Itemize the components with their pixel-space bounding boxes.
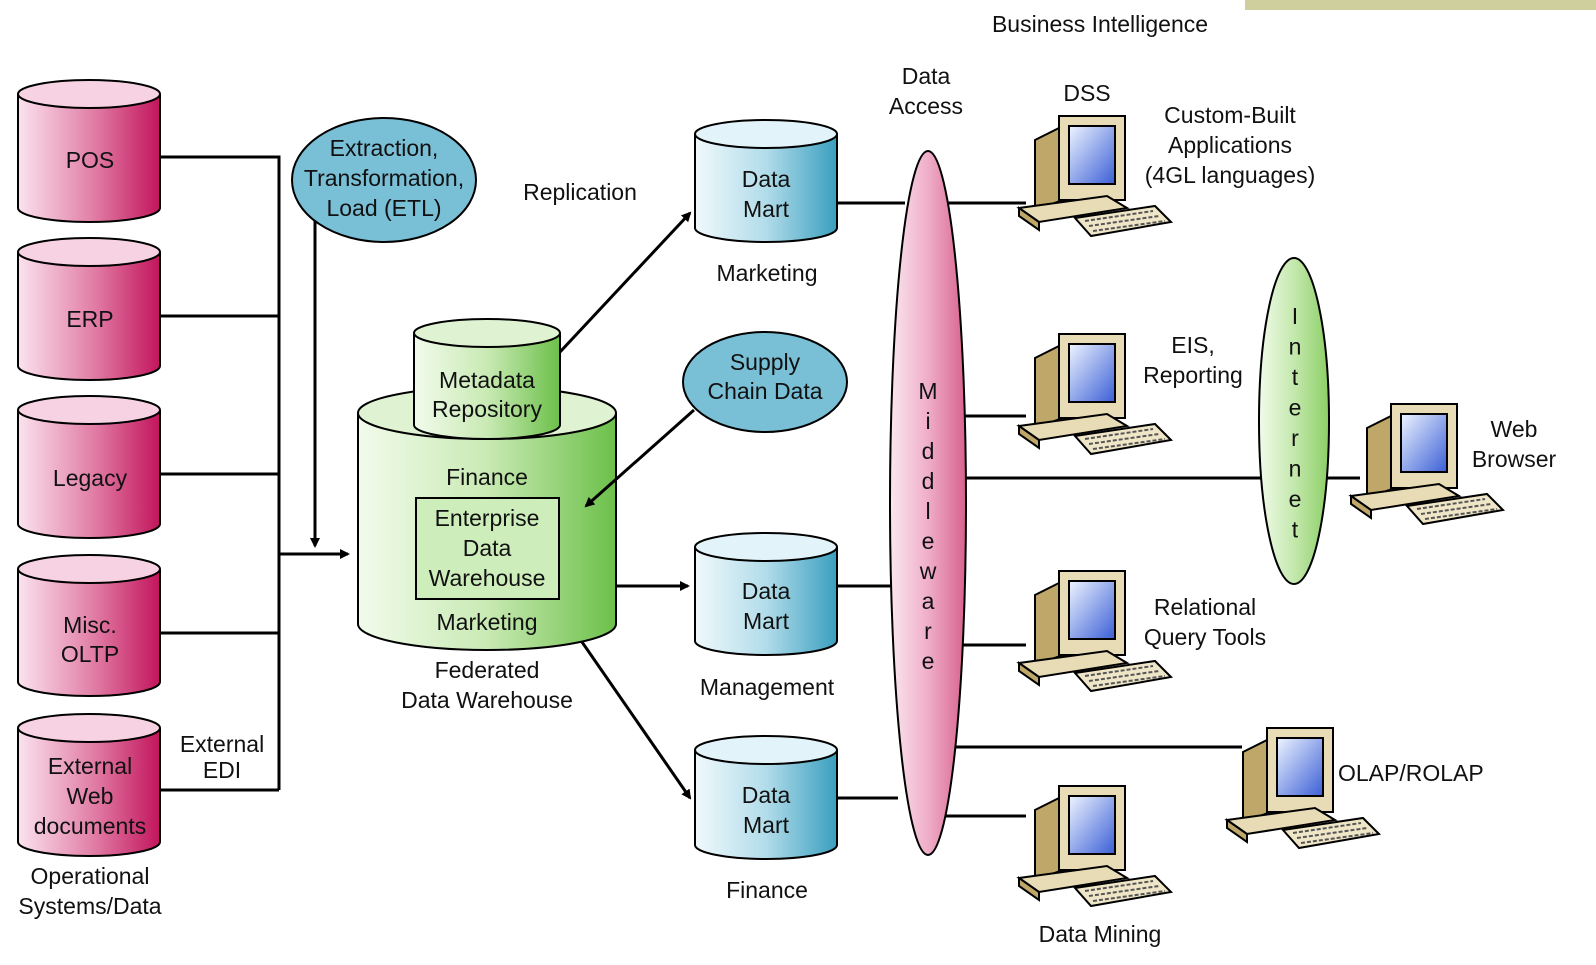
source-misc-label-1: Misc. bbox=[63, 612, 117, 638]
supply-chain-to-edw-arrow bbox=[584, 408, 695, 508]
replication-label: Replication bbox=[523, 179, 637, 205]
middleware-letter: e bbox=[922, 648, 935, 674]
warehouse-marketing-label: Marketing bbox=[437, 609, 538, 635]
etl-label-3: Load (ETL) bbox=[326, 195, 441, 221]
edw-label-3: Warehouse bbox=[429, 565, 546, 591]
middleware-letter: M bbox=[918, 378, 937, 404]
mart-management-label-1: Data bbox=[742, 578, 791, 604]
source-misc-oltp-cylinder: Misc. OLTP bbox=[17, 554, 161, 697]
data-mart-management: Data Mart bbox=[694, 532, 838, 656]
corner-bar bbox=[1245, 0, 1596, 10]
olap-computer-icon bbox=[1226, 727, 1380, 849]
mart-finance-label-2: Mart bbox=[743, 812, 790, 838]
custom-label-2: Applications bbox=[1168, 132, 1292, 158]
internet-letter: e bbox=[1289, 395, 1302, 421]
federated-caption-2: Data Warehouse bbox=[401, 687, 573, 713]
middleware-letter: a bbox=[922, 588, 935, 614]
supply-chain-ellipse: Supply Chain Data bbox=[682, 331, 848, 433]
mart-finance-caption: Finance bbox=[726, 877, 808, 903]
source-pos-label: POS bbox=[66, 147, 115, 173]
source-external-label-1: External bbox=[48, 753, 132, 779]
mart-marketing-label-1: Data bbox=[742, 166, 791, 192]
internet-letter: n bbox=[1289, 334, 1302, 360]
edw-box bbox=[415, 497, 560, 600]
federated-warehouse-cylinder: Finance Enterprise Data Warehouse Market… bbox=[357, 386, 617, 651]
warehouse-to-marketing-mart-arrow bbox=[558, 211, 692, 354]
federated-caption-1: Federated bbox=[435, 657, 540, 683]
middleware-letter: d bbox=[922, 438, 935, 464]
source-external-label-3: documents bbox=[34, 813, 147, 839]
external-edi-label-1: External bbox=[180, 731, 264, 757]
internet-letter: r bbox=[1291, 425, 1299, 451]
data-mart-marketing: Data Mart bbox=[694, 119, 838, 243]
warehouse-to-finance-mart-arrow bbox=[580, 641, 692, 800]
eis-label-2: Reporting bbox=[1143, 362, 1243, 388]
metadata-label-1: Metadata bbox=[439, 367, 535, 393]
mart-marketing-label-2: Mart bbox=[743, 196, 790, 222]
source-erp-cylinder: ERP bbox=[17, 237, 161, 381]
source-connectors bbox=[160, 155, 350, 792]
page-title: Business Intelligence bbox=[992, 11, 1208, 37]
internet-letter: I bbox=[1292, 303, 1298, 329]
data-mart-finance: Data Mart bbox=[694, 735, 838, 860]
source-legacy-cylinder: Legacy bbox=[17, 395, 161, 539]
web-browser-label-2: Browser bbox=[1472, 446, 1557, 472]
middleware-letter: e bbox=[922, 528, 935, 554]
source-legacy-label: Legacy bbox=[53, 465, 128, 491]
supply-chain-label-1: Supply bbox=[730, 349, 801, 375]
custom-label-3: (4GL languages) bbox=[1145, 162, 1315, 188]
data-access-label-2: Access bbox=[889, 93, 963, 119]
mart-management-label-2: Mart bbox=[743, 608, 790, 634]
relational-label-2: Query Tools bbox=[1144, 624, 1266, 650]
source-external-label-2: Web bbox=[67, 783, 114, 809]
data-mining-computer-icon bbox=[1018, 785, 1172, 907]
mart-finance-label-1: Data bbox=[742, 782, 791, 808]
mart-management-caption: Management bbox=[700, 674, 835, 700]
internet-letter: n bbox=[1289, 456, 1302, 482]
etl-ellipse: Extraction, Transformation, Load (ETL) bbox=[291, 117, 477, 243]
etl-label-2: Transformation, bbox=[304, 165, 464, 191]
source-misc-label-2: OLTP bbox=[61, 641, 119, 667]
custom-label-1: Custom-Built bbox=[1164, 102, 1296, 128]
source-pos-cylinder: POS bbox=[17, 79, 161, 223]
operational-caption-1: Operational bbox=[31, 863, 150, 889]
warehouse-finance-label: Finance bbox=[446, 464, 528, 490]
middleware-letter: w bbox=[919, 558, 937, 584]
mart-marketing-caption: Marketing bbox=[717, 260, 818, 286]
external-edi-label-2: EDI bbox=[203, 757, 241, 783]
internet-letter: e bbox=[1289, 486, 1302, 512]
source-external-web-cylinder: External Web documents bbox=[17, 713, 161, 857]
operational-caption-2: Systems/Data bbox=[18, 893, 161, 919]
edw-label-1: Enterprise bbox=[435, 505, 540, 531]
web-browser-label-1: Web bbox=[1491, 416, 1538, 442]
eis-computer-icon bbox=[1018, 333, 1172, 455]
data-access-label-1: Data bbox=[902, 63, 951, 89]
olap-label: OLAP/ROLAP bbox=[1338, 760, 1484, 786]
middleware-letter: r bbox=[924, 618, 932, 644]
metadata-repository-cylinder: Metadata Repository bbox=[413, 318, 561, 440]
supply-chain-label-2: Chain Data bbox=[707, 378, 822, 404]
internet-letter: t bbox=[1292, 517, 1299, 543]
relational-label-1: Relational bbox=[1154, 594, 1256, 620]
internet-letter: t bbox=[1292, 364, 1299, 390]
etl-label-1: Extraction, bbox=[330, 135, 439, 161]
metadata-label-2: Repository bbox=[432, 396, 542, 422]
data-mining-label: Data Mining bbox=[1039, 921, 1162, 947]
middleware-letter: d bbox=[922, 468, 935, 494]
dss-label: DSS bbox=[1063, 80, 1110, 106]
edw-label-2: Data bbox=[463, 535, 512, 561]
middleware-letter: l bbox=[925, 498, 930, 524]
source-erp-label: ERP bbox=[66, 306, 113, 332]
middleware-letter: i bbox=[925, 408, 930, 434]
eis-label-1: EIS, bbox=[1171, 332, 1214, 358]
